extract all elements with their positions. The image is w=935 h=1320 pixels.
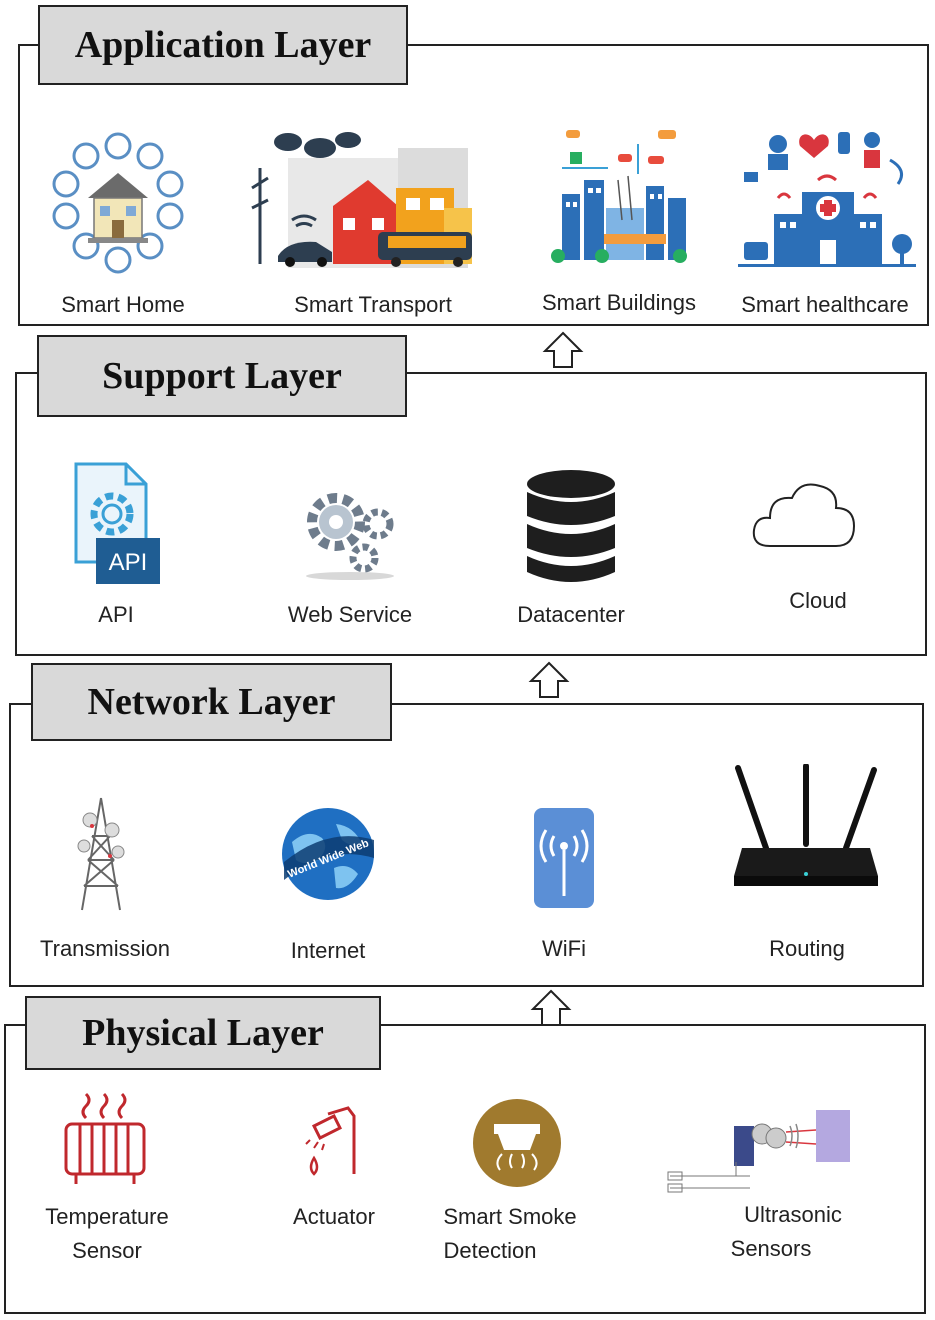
smart-buildings-label: Smart Buildings — [541, 290, 697, 315]
application-layer-title: Application Layer — [38, 5, 408, 85]
smart-transport-label: Smart Transport — [294, 292, 452, 317]
internet-label: Internet — [290, 938, 366, 963]
smoke-detection-item — [472, 1098, 562, 1188]
transmission-item — [66, 796, 136, 912]
support-layer-title: Support Layer — [37, 335, 407, 417]
cloud-item — [750, 476, 858, 552]
temperature-sensor-icon — [64, 1092, 146, 1184]
smart-healthcare-label: Smart healthcare — [741, 292, 909, 317]
wifi-label: WiFi — [542, 936, 586, 961]
network-layer-title: Network Layer — [31, 663, 392, 741]
api-icon: API — [74, 462, 160, 584]
database-icon — [527, 470, 615, 582]
network-layer-box — [9, 703, 924, 987]
smart-transport-item — [248, 128, 472, 268]
smart-healthcare-icon — [738, 132, 916, 267]
datacenter-label: Datacenter — [517, 602, 625, 627]
cloud-icon — [752, 483, 856, 547]
wifi-icon — [534, 808, 594, 908]
ultrasonic-sensors-label-line1: Ultrasonic — [744, 1202, 842, 1227]
gears-icon — [306, 493, 394, 580]
smart-home-icon — [52, 132, 184, 274]
routing-label: Routing — [769, 936, 845, 961]
application-layer-box — [18, 44, 929, 326]
router-icon — [734, 764, 878, 886]
ultrasonic-sensor-icon — [667, 1110, 850, 1193]
globe-icon: World Wide Web — [282, 808, 374, 900]
physical-layer-title: Physical Layer — [25, 996, 381, 1070]
routing-item — [732, 764, 880, 890]
cloud-label: Cloud — [789, 588, 847, 613]
smart-transport-icon — [251, 132, 472, 268]
smoke-detection-label-line1: Smart Smoke — [443, 1204, 577, 1229]
wifi-item — [532, 806, 596, 910]
ultrasonic-sensors-label-line2: Sensors — [730, 1236, 812, 1261]
up-arrow-icon — [530, 989, 572, 1026]
smoke-detection-label-line2: Detection — [443, 1238, 537, 1263]
ultrasonic-sensors-item — [666, 1102, 856, 1194]
smart-buildings-icon — [551, 130, 687, 263]
transmission-label: Transmission — [40, 936, 170, 961]
internet-item: World Wide Web — [278, 804, 378, 904]
temperature-sensor-label-line2: Sensor — [72, 1238, 142, 1263]
api-icon-text: API — [109, 549, 148, 576]
smoke-detector-icon — [473, 1099, 561, 1187]
physical-layer-box — [4, 1024, 926, 1314]
datacenter-item — [524, 468, 618, 588]
web-service-item — [300, 484, 400, 584]
transmission-tower-icon — [77, 797, 125, 911]
actuator-label: Actuator — [293, 1204, 375, 1229]
smart-healthcare-item — [738, 124, 916, 270]
temperature-sensor-label-line1: Temperature — [45, 1204, 169, 1229]
smart-home-label: Smart Home — [61, 292, 185, 317]
api-item: API — [70, 462, 166, 586]
up-arrow-icon — [542, 331, 584, 368]
actuator-icon — [305, 1106, 356, 1176]
smart-buildings-item — [548, 124, 692, 270]
up-arrow-icon — [528, 661, 570, 698]
web-service-label: Web Service — [287, 602, 413, 627]
api-label: API — [98, 602, 134, 627]
actuator-item — [300, 1104, 360, 1180]
temperature-sensor-item — [62, 1090, 148, 1190]
smart-home-item — [48, 128, 188, 278]
